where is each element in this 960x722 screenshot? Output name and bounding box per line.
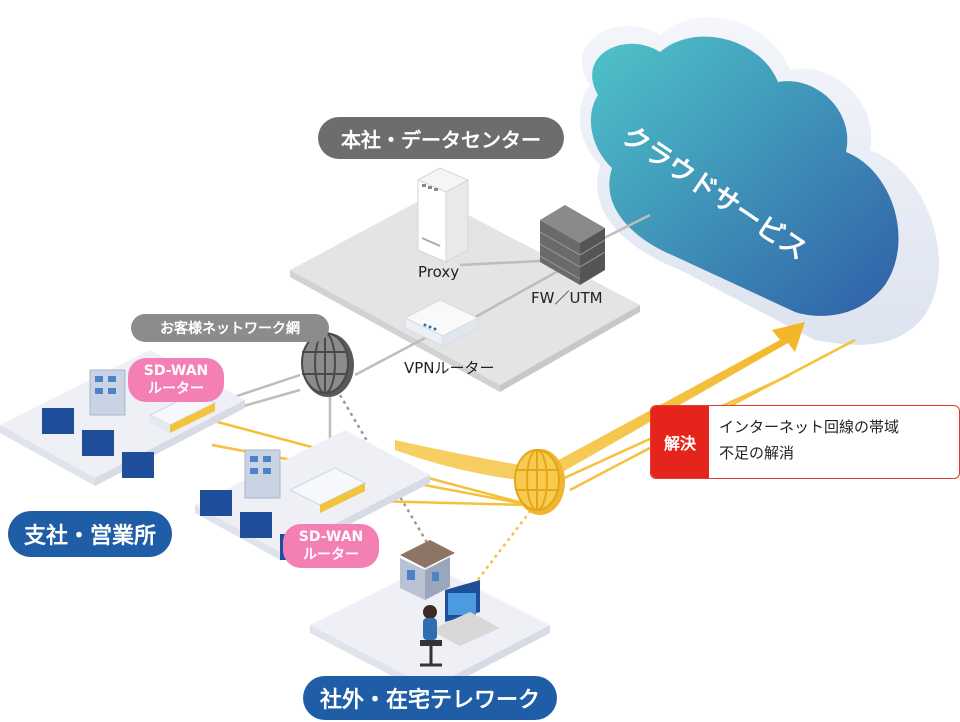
vpn-router-label: VPNルーター: [404, 359, 495, 377]
sdwan-router-badge-1: SD-WAN ルーター: [128, 358, 224, 402]
sdwan-line2: ルーター: [303, 547, 359, 563]
hq-platform: [290, 195, 640, 385]
branch-office-2: [195, 430, 430, 560]
house-icon: [400, 540, 455, 600]
solution-text: インターネット回線の帯域 不足の解消: [709, 406, 909, 478]
telework-label: 社外・在宅テレワーク: [303, 676, 557, 720]
firewall-icon: [539, 205, 606, 285]
dotted-link-home: [469, 504, 536, 591]
proxy-server-icon: [416, 167, 470, 263]
proxy-label: Proxy: [418, 263, 460, 281]
cloud-service: クラウドサービス: [579, 17, 940, 345]
bandwidth-arrow: [395, 322, 805, 482]
hq-title: 本社・データセンター: [318, 117, 564, 159]
solution-tag: 解決: [651, 406, 709, 478]
internet-globe-icon: [514, 449, 565, 515]
branch-label: 支社・営業所: [8, 511, 172, 557]
sdwan-router-badge-2: SD-WAN ルーター: [283, 524, 379, 568]
sdwan-line1: SD-WAN: [298, 529, 364, 545]
solution-callout: 解決 インターネット回線の帯域 不足の解消: [650, 405, 960, 479]
remote-worker-icon: [420, 580, 500, 667]
customer-network-globe-icon: [301, 332, 354, 397]
customer-network-label: お客様ネットワーク網: [131, 314, 329, 342]
sdwan-line2: ルーター: [148, 381, 204, 397]
sdwan-line1: SD-WAN: [143, 363, 209, 379]
fw-utm-label: FW／UTM: [531, 289, 603, 307]
solution-line1: インターネット回線の帯域: [719, 418, 900, 436]
solution-line2: 不足の解消: [719, 444, 795, 462]
vpn-router-icon: [403, 299, 480, 347]
